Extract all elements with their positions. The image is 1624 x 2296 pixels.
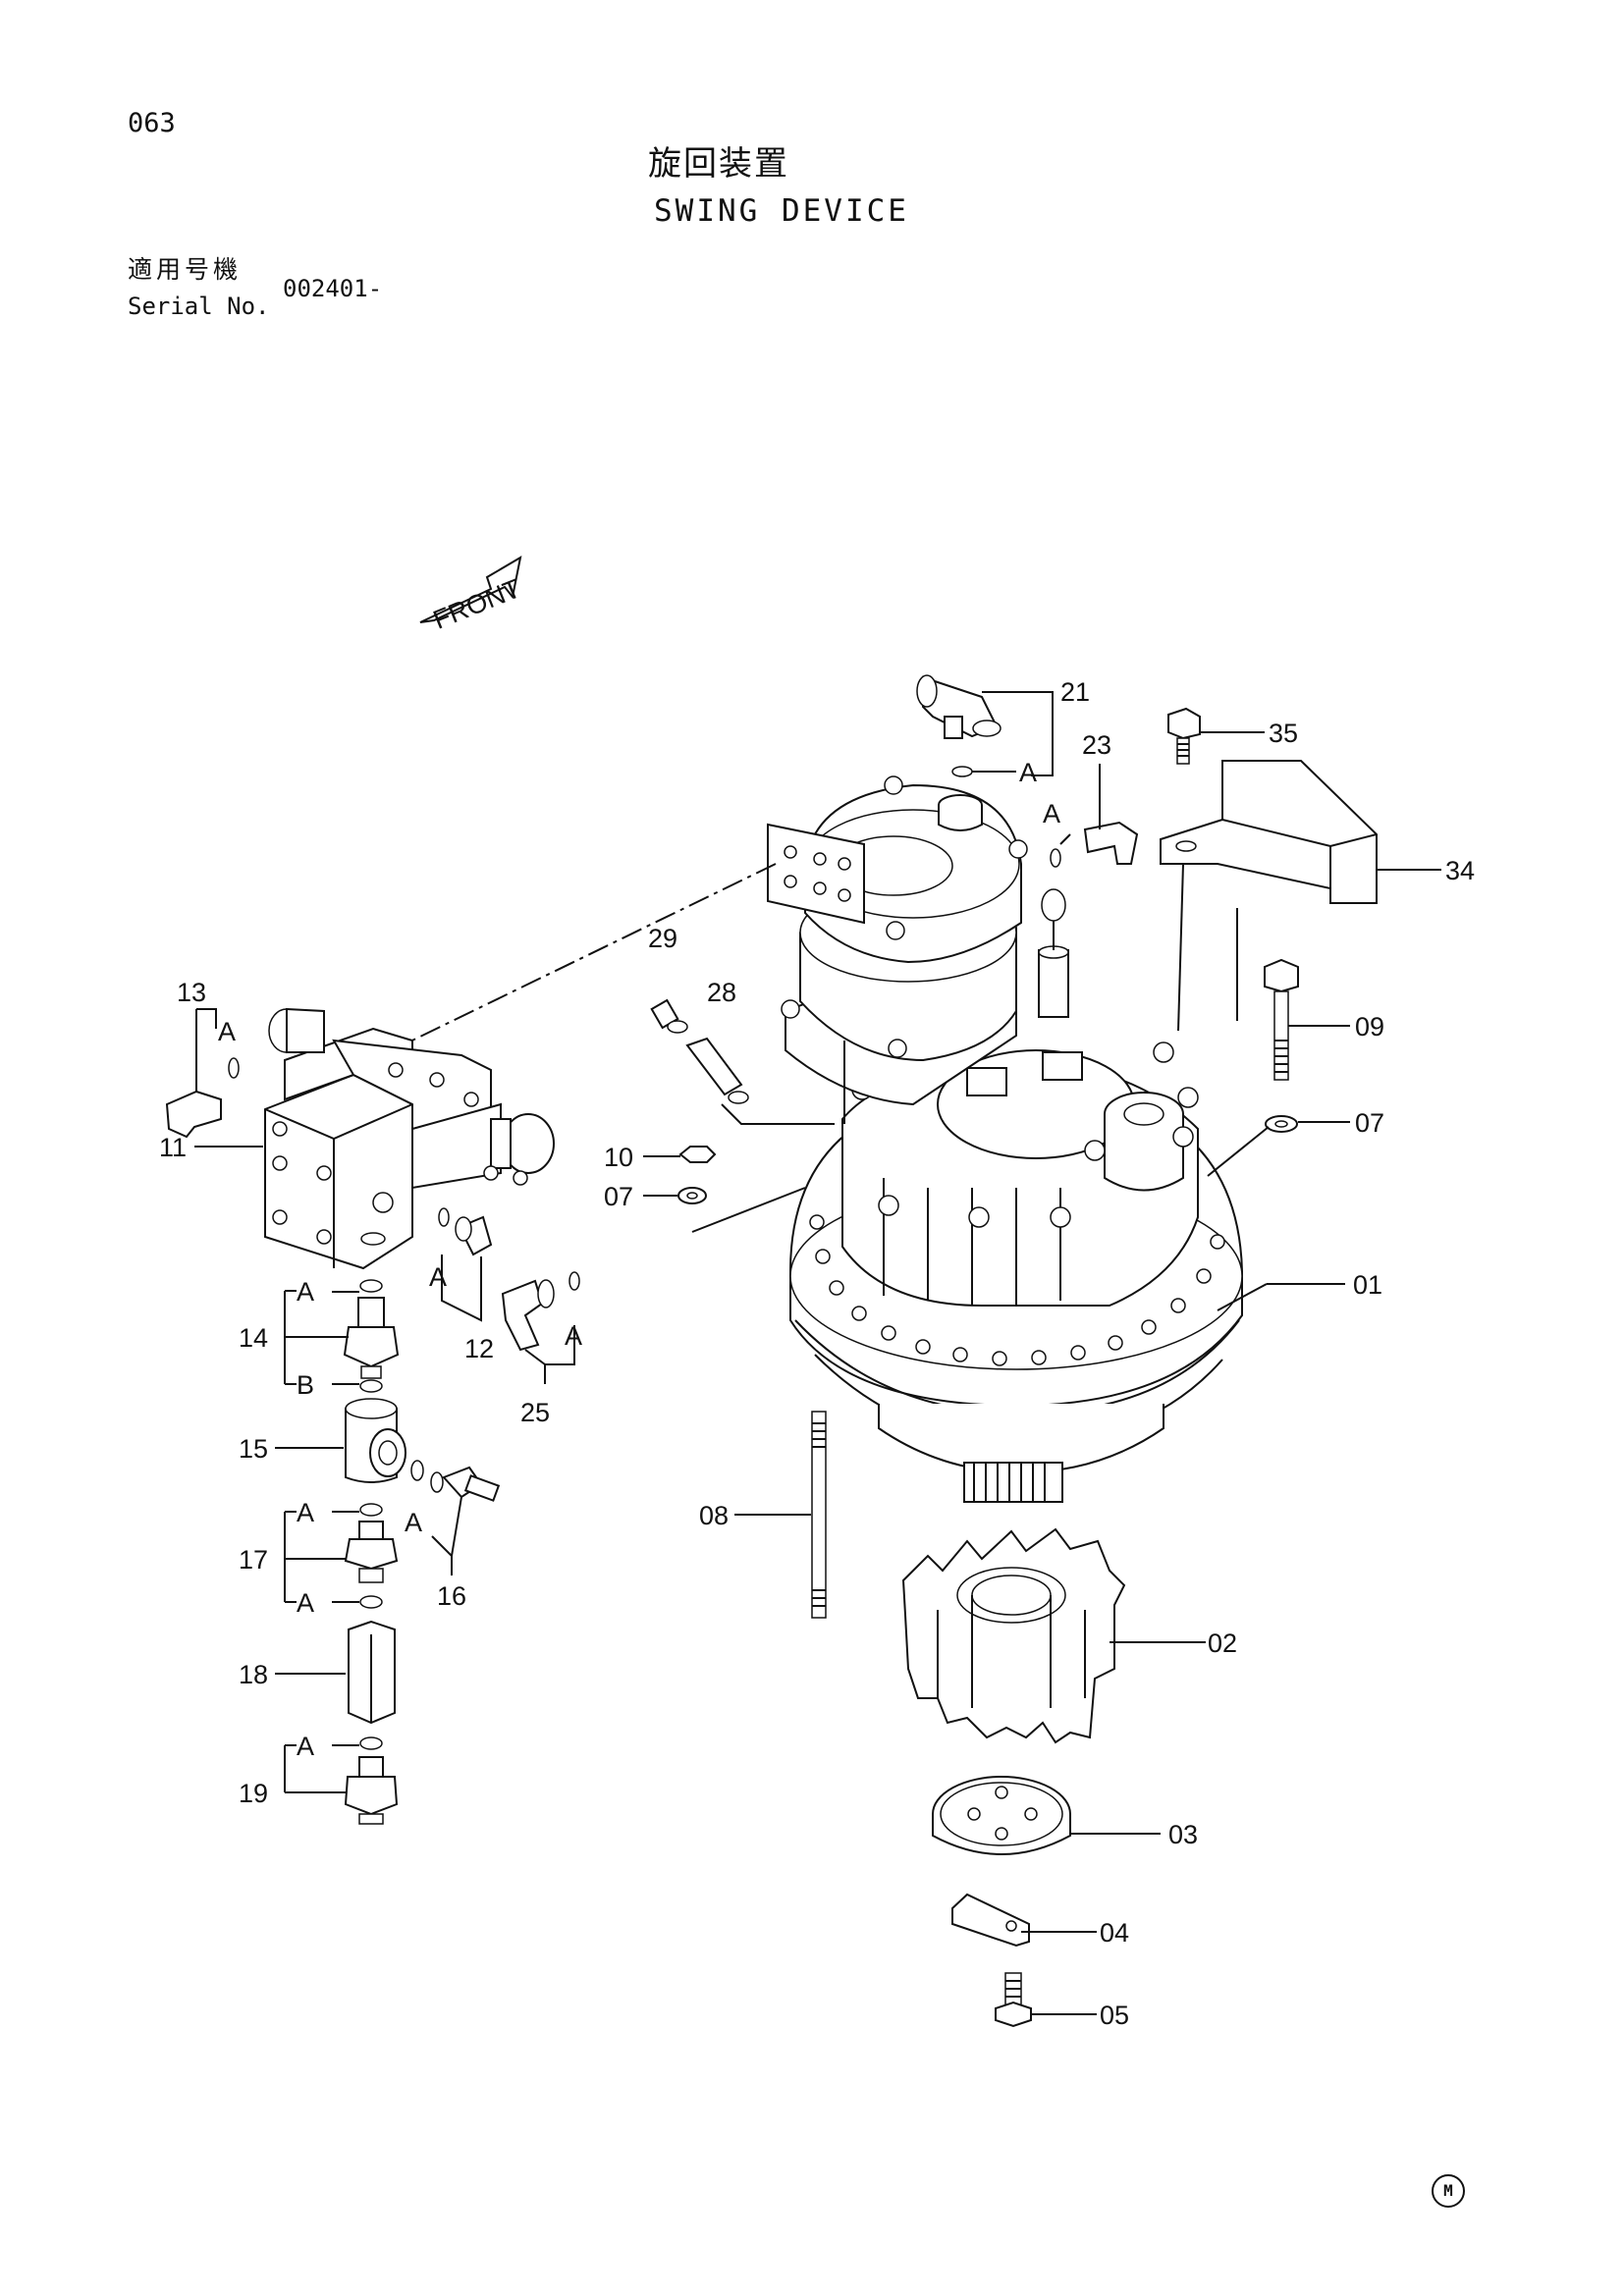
seal-label-a-17-top: A [297,1498,314,1527]
callout-04: 04 [1100,1918,1129,1948]
seal-label-a-19: A [297,1732,314,1761]
callout-35: 35 [1269,719,1298,748]
part-35-bolt [1167,707,1201,765]
callout-numbers: 01 02 03 04 05 07 07 08 09 10 11 12 13 1… [159,677,1475,2030]
seal-label-a-13: A [218,1017,236,1046]
callout-01: 01 [1353,1270,1382,1300]
page-title-english: SWING DEVICE [654,193,909,229]
part-14-adapter [343,1297,400,1379]
swing-motor-assembly [767,775,1243,1503]
callout-05: 05 [1100,2001,1129,2030]
o-ring-12 [438,1207,450,1227]
callout-10: 10 [604,1143,633,1172]
part-16-fitting [442,1466,501,1502]
seal-label-a-14: A [297,1277,314,1307]
seal-label-a-12: A [429,1262,447,1292]
seal-label-a-23: A [1043,799,1060,828]
callout-09: 09 [1355,1012,1384,1041]
part-03-end-cover [932,1776,1071,1855]
seal-label-a-17-bottom: A [297,1588,314,1618]
part-11-valve-block [264,1073,413,1270]
callout-07-left: 07 [604,1182,633,1211]
o-ring-13 [228,1057,240,1079]
callout-19: 19 [239,1779,268,1808]
part-25-tee [501,1279,555,1352]
seal-label-b-14: B [297,1370,314,1400]
o-ring-16-b [430,1471,444,1493]
seal-label-a-16: A [405,1508,422,1537]
pinion-shaft [963,1462,1063,1503]
motor-bolts [781,775,1028,1058]
part-28-hex-spacer [685,1037,749,1104]
part-09-long-bolt [1264,958,1299,1081]
o-ring-16-a [410,1460,424,1481]
callout-02: 02 [1208,1629,1237,1658]
callout-08: 08 [699,1501,729,1530]
callout-13: 13 [177,978,206,1007]
o-ring-17-top [359,1503,383,1517]
part-34-bracket [1160,760,1378,904]
callout-18: 18 [239,1660,268,1689]
leader-lines [194,691,1441,2015]
callout-21: 21 [1060,677,1090,707]
serial-label-japanese: 適用号機 [128,255,243,284]
callout-16: 16 [437,1581,466,1611]
callout-34: 34 [1445,856,1475,885]
o-ring-19 [359,1736,383,1750]
seal-letters: A A A A A A B A A A A [218,758,1060,1761]
callout-25: 25 [520,1398,550,1427]
o-ring-21 [951,766,973,777]
maker-mark: M [1432,2174,1465,2208]
o-ring-14-top [359,1279,383,1293]
seal-label-a-21: A [1019,758,1037,787]
part-19-plug [344,1756,399,1825]
callout-15: 15 [239,1434,268,1464]
callout-14: 14 [239,1323,268,1353]
seal-label-a-25: A [565,1321,582,1351]
front-direction-arrow: FRONT [419,556,524,635]
solenoid-valve-stack [268,1007,555,1190]
o-ring-23 [1050,848,1061,868]
part-17-union [344,1521,399,1583]
callout-17: 17 [239,1545,268,1575]
page-number: 063 [128,108,176,138]
o-ring-14-bottom [359,1379,383,1393]
part-23-elbow-fitting [1083,821,1139,865]
part-13-elbow [165,1090,222,1139]
o-ring-25 [568,1271,580,1291]
part-08-stud-bolt [811,1411,827,1619]
callout-28: 28 [707,978,736,1007]
part-21-tee-fitting [916,674,1001,739]
callout-07-right: 07 [1355,1108,1384,1138]
part-29-plug [650,998,688,1034]
part-15-tee-block [345,1398,406,1483]
part-02-pinion-gear [901,1527,1126,1744]
page-title-japanese: 旋回装置 [648,144,789,184]
part-04-lock-plate [951,1893,1030,1948]
callout-03: 03 [1168,1820,1198,1849]
callout-12: 12 [464,1334,494,1363]
part-12-fitting [455,1215,493,1256]
callout-11: 11 [159,1133,187,1162]
o-ring-17-bottom [359,1595,383,1609]
callout-23: 23 [1082,730,1111,760]
assembly-leader-line [387,863,777,1053]
front-label: FRONT [429,573,524,635]
serial-number-value: 002401- [283,275,383,302]
part-05-bolt [995,1972,1032,2028]
ring-bolt-holes [809,1214,1225,1366]
part-18-hex-coupling [348,1620,396,1725]
callout-29: 29 [648,924,677,953]
serial-label-english: Serial No. [128,293,270,320]
part-10-nut [678,1146,717,1163]
